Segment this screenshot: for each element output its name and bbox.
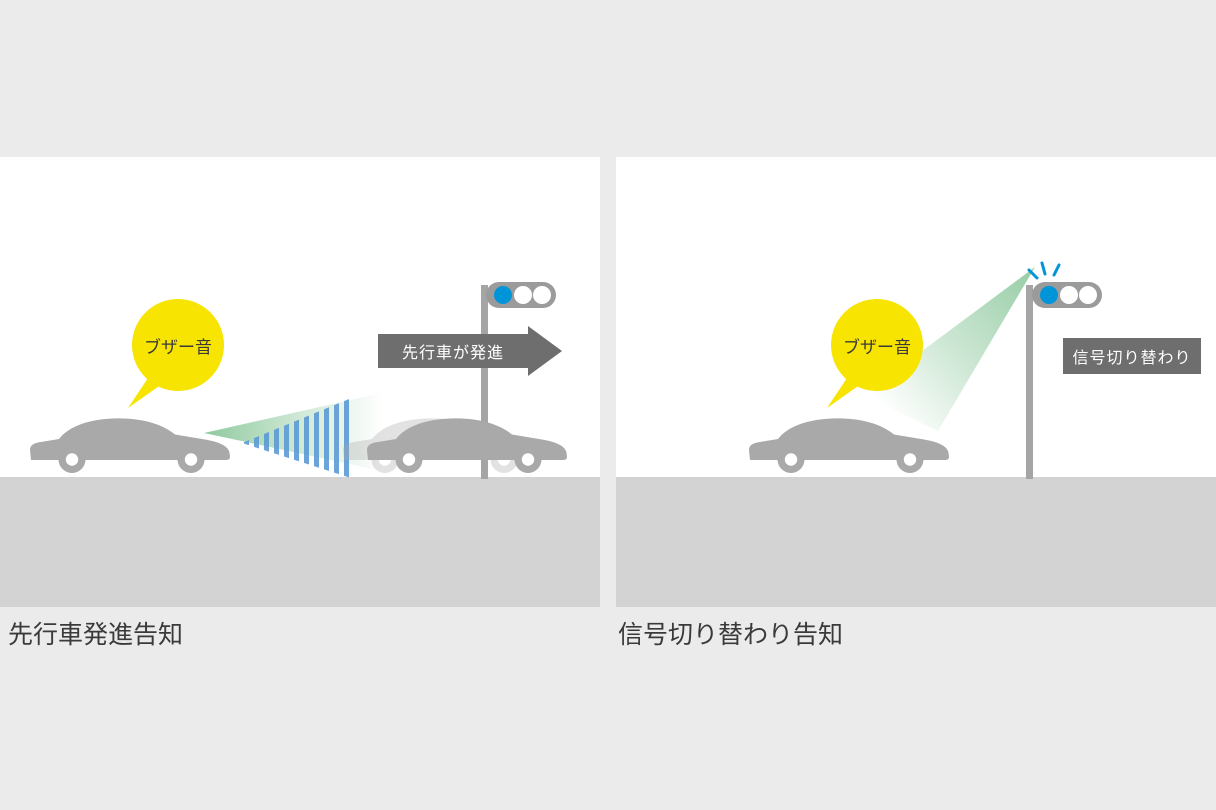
buzzer-bubble-label: ブザー音	[843, 337, 911, 357]
caption-preceding-vehicle: 先行車発進告知	[8, 621, 184, 649]
departure-arrow: 先行車が発進	[378, 326, 562, 376]
light-off-icon	[533, 286, 551, 304]
traffic-light-icon	[486, 282, 556, 308]
ego-car	[749, 418, 949, 473]
traffic-light-pole	[1026, 285, 1033, 479]
buzzer-bubble: ブザー音	[128, 299, 224, 408]
arrow-head-icon	[528, 326, 562, 376]
bubble-tail-icon	[128, 372, 162, 408]
light-off-icon	[514, 286, 532, 304]
traffic-light-pole	[481, 285, 488, 479]
panel-preceding-vehicle-notice: ブザー音 先行車が発進	[0, 157, 600, 607]
green-light-icon	[1040, 286, 1058, 304]
green-light-icon	[494, 286, 512, 304]
road-right	[616, 477, 1216, 607]
scene-left	[30, 282, 567, 479]
bubble-tail-icon	[827, 372, 861, 408]
ego-car	[30, 418, 230, 473]
camera-beam	[863, 267, 1035, 431]
scene-right	[749, 261, 1102, 479]
buzzer-bubble: ブザー音	[827, 299, 923, 408]
traffic-light-icon	[1032, 282, 1102, 308]
panel-signal-change-notice: ブザー音 信号切り替わり	[616, 157, 1216, 607]
departure-arrow-label: 先行車が発進	[401, 345, 504, 362]
light-off-icon	[1079, 286, 1097, 304]
signal-change-label: 信号切り替わり	[1063, 338, 1201, 374]
road-left	[0, 477, 600, 607]
buzzer-bubble-label: ブザー音	[144, 337, 212, 357]
caption-signal-change: 信号切り替わり告知	[618, 621, 844, 649]
light-off-icon	[1060, 286, 1078, 304]
blink-marks-icon	[1027, 261, 1061, 280]
